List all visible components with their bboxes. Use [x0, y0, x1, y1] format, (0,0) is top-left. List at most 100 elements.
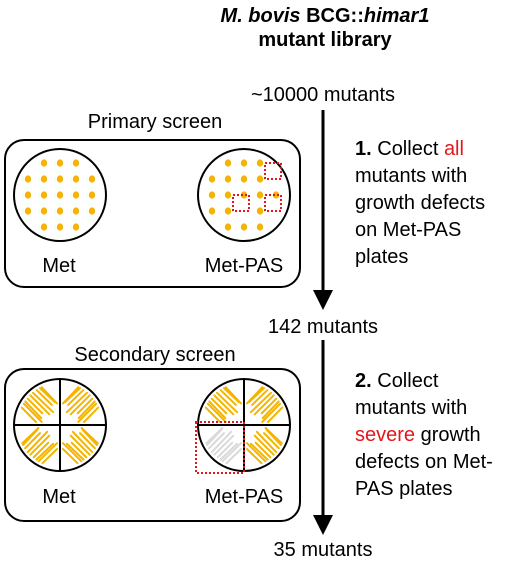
colony-dot: [240, 159, 248, 167]
defect-highlight-box: [232, 194, 250, 212]
secondary-screen-panel: [4, 368, 301, 522]
growth-streak: [254, 441, 272, 459]
colony-dot: [272, 191, 280, 199]
growth-streak: [65, 391, 89, 414]
growth-streak: [29, 434, 51, 456]
colony-dot: [208, 191, 216, 199]
missing-growth-streak: [216, 441, 234, 459]
colony-dot: [56, 207, 64, 215]
growth-streak: [249, 442, 269, 461]
secondary-left-plate-label: Met: [42, 486, 76, 508]
growth-streak: [246, 442, 267, 463]
growth-streak: [208, 400, 227, 420]
count-end: 35 mutants: [273, 539, 373, 561]
colony-dot: [40, 207, 48, 215]
growth-streak: [249, 391, 273, 414]
primary-screen-panel: [4, 139, 301, 288]
step-2-text: Collect: [371, 370, 439, 392]
primary-met-colonies: [24, 159, 96, 231]
colony-dot: [56, 159, 64, 167]
colony-dot: [40, 191, 48, 199]
growth-streak: [37, 442, 58, 463]
count-middle: 142 mutants: [267, 316, 379, 338]
growth-streak: [251, 389, 269, 406]
arrow-step-2: [313, 340, 333, 535]
growth-streak: [69, 434, 91, 456]
colony-dot: [224, 191, 232, 199]
primary-met-pas-colonies: [208, 159, 280, 231]
missing-growth-streak: [213, 434, 235, 456]
growth-streak: [77, 400, 96, 420]
growth-streak: [77, 402, 98, 423]
defect-highlight-box: [264, 162, 282, 180]
growth-streak: [213, 394, 235, 416]
growth-streak: [224, 386, 242, 405]
colony-dot: [240, 191, 248, 199]
defect-highlight-box: [264, 194, 282, 212]
growth-streak: [29, 394, 51, 416]
growth-streak: [20, 406, 37, 423]
growth-streak: [215, 391, 239, 414]
colony-dot: [56, 223, 64, 231]
colony-dot: [208, 207, 216, 215]
count-start: ~10000 mutants: [251, 84, 395, 106]
growth-streak: [261, 402, 282, 423]
growth-streak: [264, 427, 283, 445]
growth-streak: [79, 432, 96, 450]
growth-streak: [26, 397, 44, 415]
growth-streak: [69, 394, 91, 416]
primary-right-plate-label: Met-PAS: [204, 255, 284, 277]
step-2-highlight: severe: [355, 424, 416, 446]
step-2-line-4: defects on Met-: [355, 451, 493, 473]
colony-dot: [88, 207, 96, 215]
colony-dot: [240, 175, 248, 183]
colony-dot: [256, 175, 264, 183]
step-2-line-3: severe growth: [355, 422, 493, 449]
secondary-right-plate-label: Met-PAS: [204, 486, 284, 508]
secondary-met-pas-plate: [195, 378, 291, 474]
colony-dot: [56, 191, 64, 199]
colony-dot: [24, 175, 32, 183]
colony-dot: [72, 207, 80, 215]
colony-dot: [224, 207, 232, 215]
severe-defect-highlight-box: [195, 421, 245, 474]
colony-dot: [224, 175, 232, 183]
growth-streak: [204, 406, 221, 423]
step-2-number: 2.: [355, 370, 372, 392]
growth-streak: [31, 391, 55, 414]
colony-dot: [24, 207, 32, 215]
step-1-description: 1. Collect all mutants with growth defec…: [355, 136, 485, 271]
growth-streak: [255, 430, 278, 454]
colony-dot: [72, 159, 80, 167]
growth-streak: [83, 406, 100, 423]
growth-streak: [22, 402, 43, 423]
secondary-screen-title: Secondary screen: [74, 344, 236, 366]
colony-dot: [88, 191, 96, 199]
step-2-description: 2. Collect mutants with severe growth de…: [355, 368, 493, 503]
colony-dot: [256, 159, 264, 167]
colony-dot: [40, 223, 48, 231]
growth-streak: [80, 427, 99, 445]
colony-dot: [224, 159, 232, 167]
growth-streak: [219, 389, 237, 406]
growth-streak: [65, 442, 85, 461]
step-1-highlight: all: [443, 138, 464, 160]
missing-growth-streak: [219, 442, 239, 461]
step-1-line-2: mutants with: [355, 165, 468, 187]
growth-streak: [70, 441, 88, 459]
growth-streak: [35, 389, 53, 406]
missing-growth-streak: [221, 442, 242, 463]
growth-streak: [35, 442, 55, 461]
primary-screen-title: Primary screen: [87, 111, 223, 133]
growth-streak: [253, 434, 275, 456]
growth-streak: [24, 400, 43, 420]
colony-dot: [40, 159, 48, 167]
growth-streak: [260, 397, 278, 415]
step-2-text-cont: growth: [415, 424, 481, 446]
colony-dot: [88, 175, 96, 183]
primary-left-plate-label: Met: [42, 255, 76, 277]
title-line-2: mutant library: [258, 29, 392, 51]
colony-dot: [72, 175, 80, 183]
growth-streak: [76, 397, 94, 415]
